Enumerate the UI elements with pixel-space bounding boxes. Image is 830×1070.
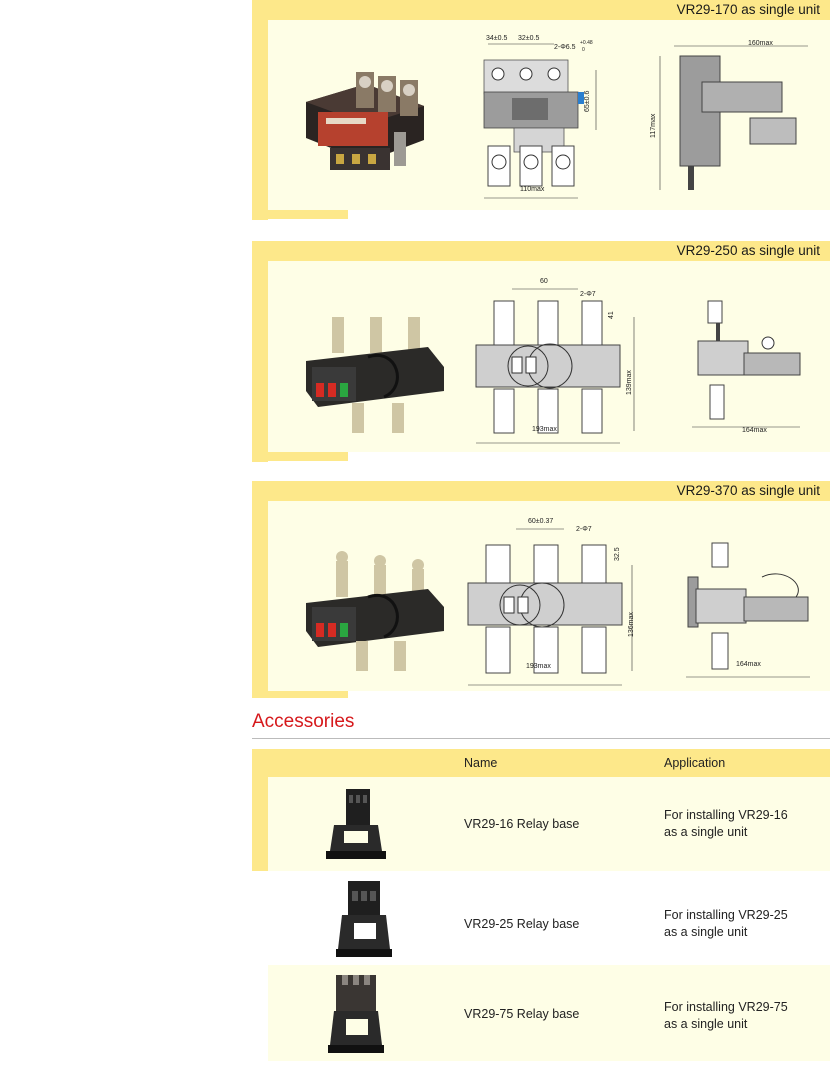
accessories-title: Accessories: [252, 711, 355, 732]
side-dimension-drawing: [688, 291, 818, 441]
panel-side-strip: [252, 501, 268, 697]
dim-34: 34±0.5: [486, 35, 508, 42]
dim-width: 110max: [520, 186, 545, 193]
panel-bottom-strip: [252, 452, 348, 461]
dim-width: 193max: [526, 663, 551, 670]
dim-phi: 2-Φ7: [576, 526, 592, 533]
relay-base-image: [332, 877, 402, 966]
dim-phi: 2-Φ6.5: [554, 44, 576, 51]
dim-height: 65±0.6: [584, 90, 591, 112]
table-row: VR29-75 Relay base For installing VR29-7…: [268, 965, 830, 1061]
panel-body: 60±0.37 2-Φ7 32.5 136max 193max 164max: [268, 501, 830, 691]
dim-60: 60±0.37: [528, 518, 554, 525]
dim-width: 193max: [532, 426, 557, 433]
accessory-name: VR29-25 Relay base: [464, 917, 580, 931]
table-row: VR29-25 Relay base For installing VR29-2…: [268, 871, 830, 965]
relay-photo: [296, 62, 426, 187]
panel-title: VR29-170 as single unit: [676, 2, 820, 17]
front-dimension-drawing: [468, 281, 648, 451]
dim-tol-bot: 0: [582, 47, 585, 53]
side-dimension-drawing: [682, 537, 822, 687]
relay-photo: [298, 545, 448, 680]
column-header-application: Application: [664, 756, 726, 770]
front-dimension-drawing: [464, 525, 644, 695]
table-row: VR29-16 Relay base For installing VR29-1…: [268, 777, 830, 871]
panel-title-bar: VR29-370 as single unit: [252, 481, 830, 501]
column-header-name: Name: [464, 756, 498, 770]
accessory-application: For installing VR29-75 as a single unit: [664, 1000, 788, 1031]
front-dimension-drawing: [474, 30, 624, 210]
panel-body: 34±0.5 32±0.5 2-Φ6.5 +0.48 0 65±0.6 110m…: [268, 20, 830, 210]
panel-body: 60 2-Φ7 41 139max 193max 164max: [268, 261, 830, 452]
side-height: 117max: [650, 113, 657, 138]
side-dimension-drawing: [654, 42, 824, 192]
accessory-application: For installing VR29-25 as a single unit: [664, 908, 788, 939]
product-panel-vr29-370: VR29-370 as single unit: [252, 481, 830, 701]
panel-title: VR29-370 as single unit: [676, 483, 820, 498]
accessories-left-strip-top: [252, 777, 268, 871]
dim-height: 136max: [628, 612, 635, 637]
accessories-table-header: Name Application: [252, 749, 830, 777]
panel-title: VR29-250 as single unit: [676, 243, 820, 258]
dim-height: 139max: [626, 370, 633, 395]
dim-tol-top: +0.48: [580, 40, 593, 46]
panel-side-strip: [252, 261, 268, 462]
panel-title-bar: VR29-170 as single unit: [252, 0, 830, 20]
panel-bottom-strip: [252, 689, 348, 698]
dim-32-5: 32.5: [614, 547, 621, 561]
side-width: 164max: [742, 427, 767, 434]
panel-bottom-strip: [252, 210, 348, 219]
side-width: 164max: [736, 661, 761, 668]
dim-41: 41: [608, 311, 615, 319]
product-panel-vr29-250: VR29-250 as single unit: [252, 241, 830, 462]
accessory-application: For installing VR29-16 as a single unit: [664, 808, 788, 839]
accessories-divider: [252, 738, 830, 739]
product-panel-vr29-170: VR29-170 as single unit: [252, 0, 830, 220]
side-width: 160max: [748, 40, 773, 47]
panel-side-strip: [252, 20, 268, 220]
relay-photo: [298, 307, 448, 442]
dim-phi: 2-Φ7: [580, 291, 596, 298]
relay-base-image: [324, 971, 394, 1062]
panel-title-bar: VR29-250 as single unit: [252, 241, 830, 261]
accessory-name: VR29-16 Relay base: [464, 817, 580, 831]
dim-32: 32±0.5: [518, 35, 540, 42]
accessory-name: VR29-75 Relay base: [464, 1007, 580, 1021]
relay-base-image: [322, 783, 392, 868]
dim-60: 60: [540, 278, 548, 285]
